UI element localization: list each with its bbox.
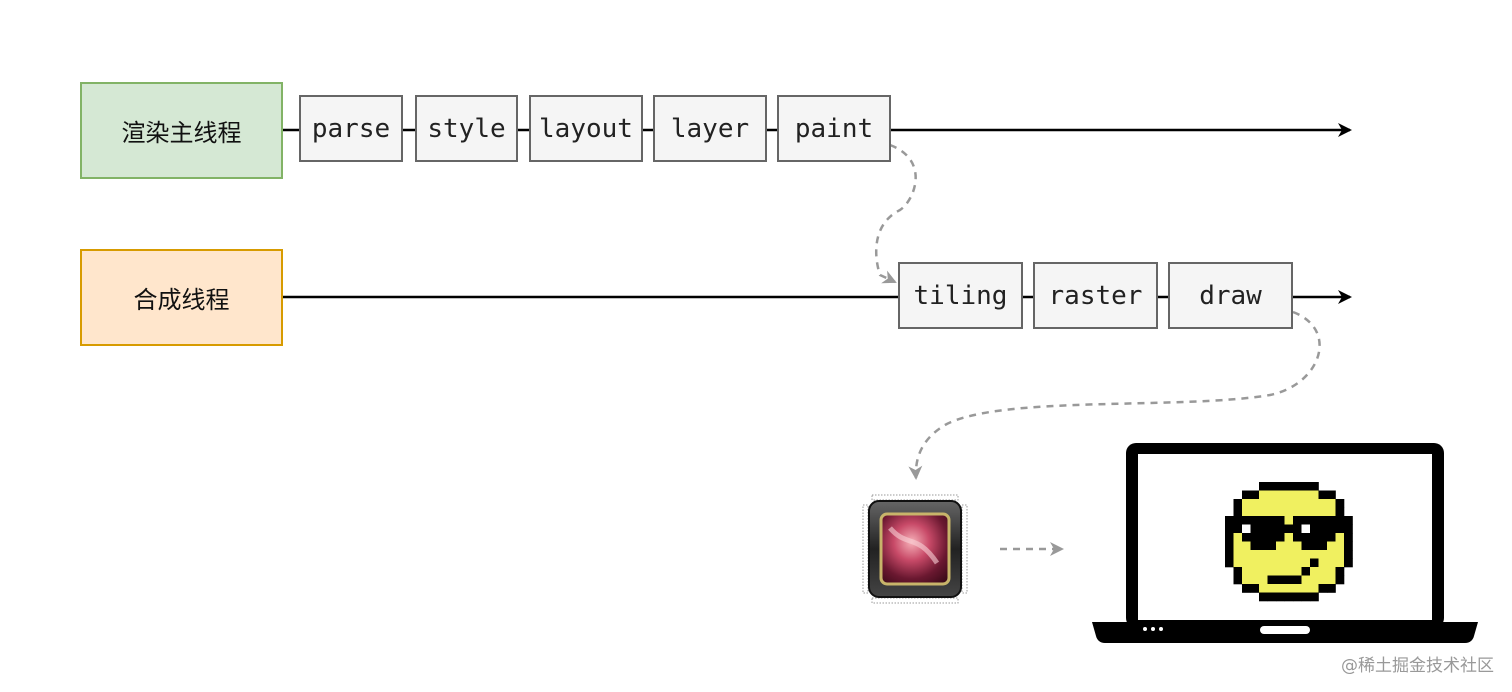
paint-to-tiling-connector [874, 143, 917, 284]
pixel-sunglasses-face-icon [1225, 482, 1353, 602]
laptop-icon [1092, 443, 1478, 643]
step-paint: paint [777, 95, 891, 162]
compositor-thread-label: 合成线程 [80, 249, 283, 346]
step-tiling: tiling [898, 262, 1023, 329]
watermark: @稀土掘金技术社区 [1341, 656, 1494, 676]
step-layout: layout [529, 95, 643, 162]
gpu-chip-icon [862, 494, 968, 604]
main-thread-label: 渲染主线程 [80, 82, 283, 179]
step-parse: parse [299, 95, 403, 162]
step-style: style [415, 95, 518, 162]
step-layer: layer [653, 95, 767, 162]
step-raster: raster [1033, 262, 1158, 329]
step-draw: draw [1168, 262, 1293, 329]
